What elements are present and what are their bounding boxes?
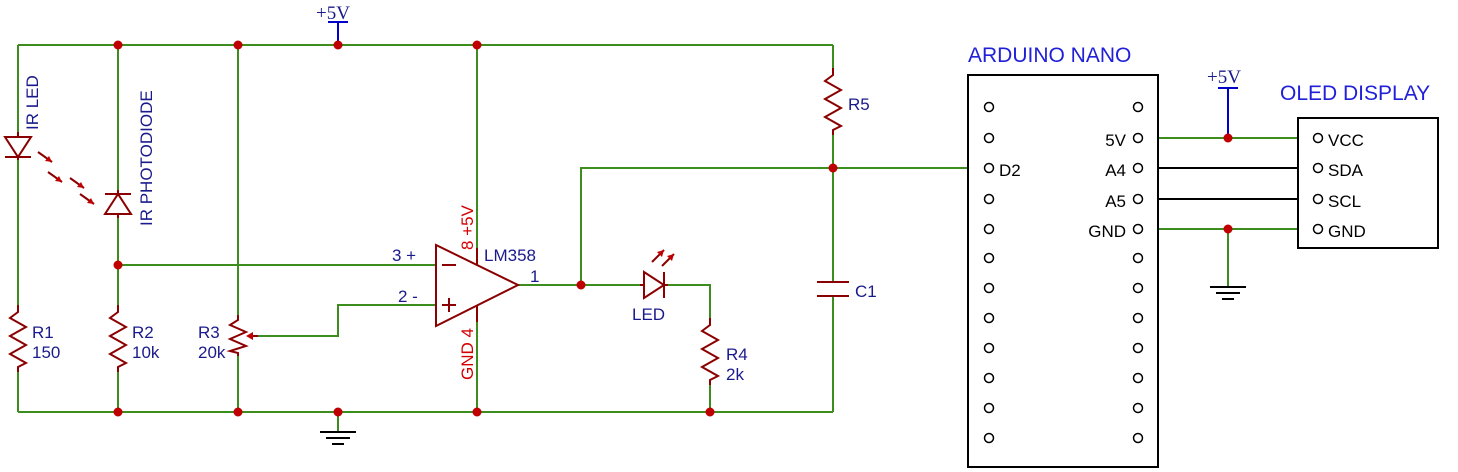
oled-pin-sda: SDA [1328, 161, 1364, 180]
r4-value: 2k [726, 365, 744, 384]
r1-name: R1 [32, 323, 54, 342]
junction-dots [113, 40, 1233, 417]
led-label: LED [632, 305, 665, 324]
arduino-pin-gnd: GND [1088, 222, 1126, 241]
arduino-pin-a4: A4 [1105, 161, 1126, 180]
arduino-right-pins [1132, 101, 1144, 444]
oled-pins [1312, 132, 1324, 235]
arduino-nano-body [967, 74, 1159, 468]
r4-name: R4 [726, 345, 748, 364]
ir-photodiode-symbol [69, 177, 133, 218]
oled-pin-gnd: GND [1328, 222, 1366, 241]
r5-name: R5 [848, 95, 870, 114]
opamp-name: LM358 [484, 246, 536, 265]
led-to-r4-wire [668, 284, 711, 318]
arduino-left-pins [983, 101, 995, 444]
opamp-pin3-label: 3 + [392, 246, 416, 265]
circuit-wires [17, 44, 1318, 432]
arduino-pin-d2: D2 [999, 161, 1021, 180]
signal-to-d2-wire [580, 167, 985, 285]
c1-name: C1 [855, 282, 877, 301]
oled-pin-vcc: VCC [1328, 131, 1364, 150]
arduino-pin-5v: 5V [1105, 131, 1126, 150]
r3-name: R3 [198, 323, 220, 342]
ir-led-symbol [3, 132, 63, 183]
ground-symbol [320, 431, 356, 445]
oled-title: OLED DISPLAY [1280, 82, 1430, 105]
r2-value: 10k [132, 343, 160, 362]
ir-photodiode-label: IR PHOTODIODE [137, 90, 156, 226]
opamp-pin1-label: 1 [530, 267, 539, 286]
lm358-opamp [435, 243, 521, 328]
opamp-pin8-label: 8 +5V [458, 204, 477, 250]
r3-potentiometer [226, 315, 258, 356]
oled-pin-scl: SCL [1328, 192, 1361, 211]
c1-capacitor [817, 281, 849, 297]
r3-value: 20k [198, 343, 226, 362]
oled-supply-label: +5V [1207, 67, 1241, 88]
oled-ground-symbol [1210, 286, 1246, 300]
r5-resistor [822, 68, 844, 135]
pot-wiper-wire [249, 304, 436, 337]
r1-resistor [7, 305, 29, 372]
arduino-pin-a5: A5 [1105, 192, 1126, 211]
r4-resistor [699, 318, 721, 385]
indicator-led-symbol [640, 249, 675, 300]
r1-value: 150 [32, 343, 60, 362]
oled-supply-symbol [1218, 87, 1238, 138]
top-supply-label: +5V [316, 3, 350, 24]
ir-led-label: IR LED [23, 75, 42, 130]
r2-resistor [107, 305, 129, 372]
opamp-pin4-label: GND 4 [458, 328, 477, 380]
r2-name: R2 [132, 323, 154, 342]
arduino-title: ARDUINO NANO [968, 44, 1131, 67]
opamp-pin2-label: 2 - [398, 287, 418, 306]
